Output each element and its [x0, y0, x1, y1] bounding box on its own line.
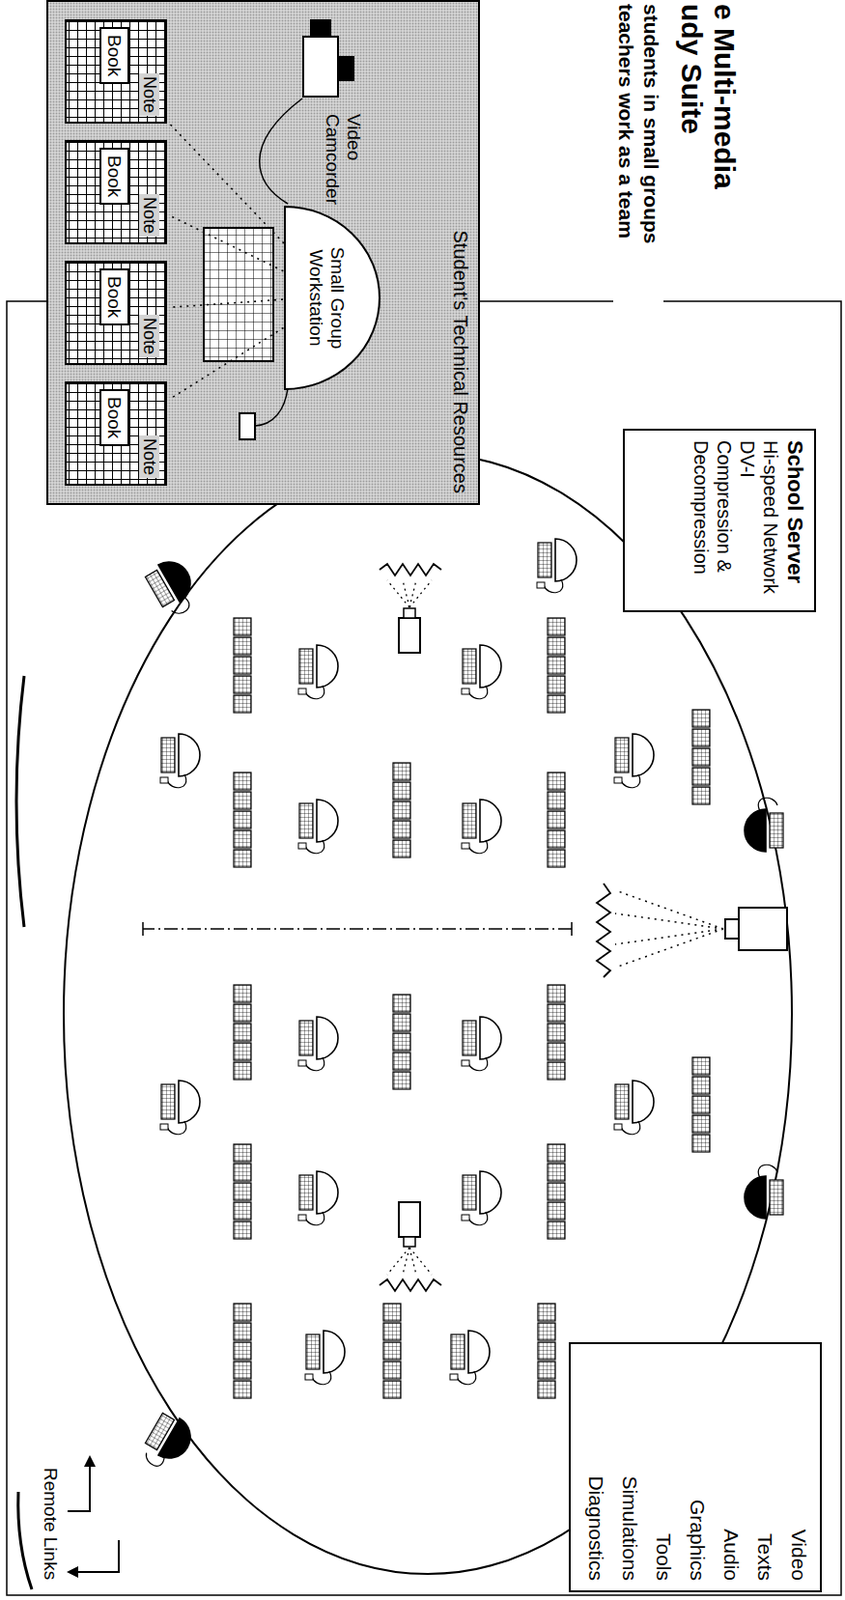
workstation	[298, 1171, 338, 1226]
remote-links-label: Remote Links	[39, 1465, 61, 1582]
books	[537, 1303, 556, 1399]
node-text: Note	[139, 435, 160, 479]
camcorder-icon	[303, 19, 355, 97]
notebook-box: Note Book	[64, 140, 168, 245]
workstation	[298, 645, 338, 700]
center-axis	[142, 922, 572, 936]
workstation	[461, 645, 502, 700]
node-text: Hi-speed Network	[759, 440, 783, 601]
dome-shape	[284, 206, 380, 390]
rim-workstation	[744, 1164, 784, 1219]
books	[547, 618, 565, 713]
node-text: Compression & Decompression	[689, 440, 736, 601]
dotted-link	[169, 123, 284, 244]
node-text: Tools	[647, 1353, 681, 1581]
books	[547, 1144, 565, 1240]
node-text: Book	[99, 268, 130, 326]
books	[233, 618, 252, 713]
node-text: Note	[139, 314, 160, 358]
node-text: Simulations	[613, 1353, 648, 1581]
server-box: School ServerHi-speed NetworkDV-ICompres…	[622, 428, 817, 613]
media-resources-box: VideoTextsAudioGraphicsToolsSimulationsD…	[568, 1342, 822, 1593]
workstation	[160, 733, 200, 789]
projector	[379, 1202, 442, 1292]
node-text: School Server	[782, 440, 809, 601]
node-text: Book	[99, 147, 130, 205]
books	[393, 994, 411, 1090]
books	[547, 985, 565, 1080]
workstation	[614, 733, 654, 789]
node-text: Video	[782, 1353, 817, 1581]
group-keyboard	[203, 227, 274, 362]
camcorder-label: Video Camcorder	[321, 113, 365, 226]
rim-workstation	[142, 554, 203, 620]
books	[692, 1057, 710, 1153]
workstation	[450, 1330, 490, 1385]
node-text: Graphics	[680, 1353, 715, 1581]
node-text: DV-I	[735, 440, 760, 601]
workstation	[160, 1080, 200, 1135]
books	[233, 985, 252, 1080]
workstation	[461, 799, 502, 854]
workstation	[461, 1016, 502, 1071]
rim-workstation	[744, 797, 784, 852]
subtitle: students in small groups teachers work a…	[613, 3, 664, 323]
node-text: Book	[99, 27, 130, 85]
main-projector	[596, 883, 788, 978]
books	[547, 772, 565, 868]
arc-mark	[16, 676, 25, 928]
workstation	[536, 538, 577, 593]
node-text: Diagnostics	[579, 1353, 614, 1581]
arc-mark	[18, 1492, 32, 1590]
node-text: Book	[99, 389, 130, 447]
node-text: Small Group Workstation	[305, 235, 348, 362]
remote-link-arrows	[66, 1455, 119, 1578]
dotted-link	[171, 216, 284, 272]
title: e Multi-media udy Suite	[675, 3, 741, 246]
node-text: Audio	[714, 1353, 749, 1581]
small-device	[239, 413, 255, 440]
workstation	[614, 1080, 654, 1135]
workstation	[461, 1171, 502, 1226]
node-text: Student's Technical Resources	[449, 11, 473, 494]
notebook-box: Note Book	[64, 381, 168, 486]
dotted-link	[171, 327, 284, 398]
books	[233, 1144, 252, 1240]
books	[383, 1303, 401, 1399]
books	[692, 709, 710, 805]
projector	[379, 563, 442, 653]
notebook-box: Note Book	[64, 19, 168, 124]
workstation	[298, 799, 338, 854]
workstation	[298, 1016, 338, 1071]
workstation-dome: Small Group Workstation	[283, 205, 381, 391]
notebook-box: Note Book	[64, 260, 168, 366]
node-text: Texts	[748, 1353, 783, 1581]
books	[393, 762, 411, 858]
node-text: Note	[139, 194, 160, 237]
node-text: Note	[139, 73, 160, 116]
books	[233, 772, 252, 868]
dotted-link	[171, 299, 283, 308]
books	[233, 1303, 252, 1399]
camera-cable	[259, 98, 303, 204]
device-cable	[254, 388, 288, 426]
rim-workstation	[138, 1409, 198, 1476]
workstation	[305, 1330, 345, 1385]
